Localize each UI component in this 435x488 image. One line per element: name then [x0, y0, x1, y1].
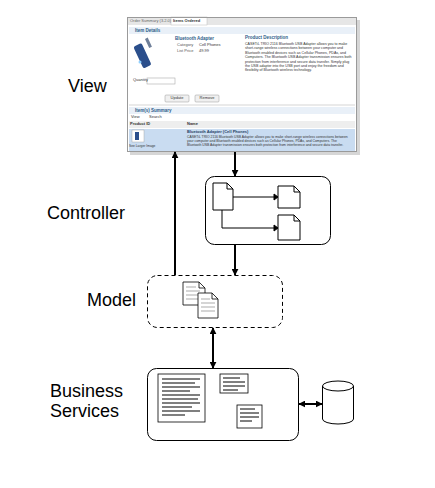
- business-services-box-shape: [148, 369, 299, 441]
- code-lines: [162, 379, 200, 415]
- model-box-shape: [148, 276, 283, 328]
- layer-label: View: [68, 76, 123, 96]
- active-tab: [171, 17, 207, 25]
- flow-arrow: [234, 152, 236, 176]
- node-outline: [322, 381, 354, 424]
- layer-label: Model: [87, 290, 147, 310]
- node-outline: [147, 275, 283, 328]
- flow-arrow: [299, 403, 322, 405]
- screenshot-text: Search: [149, 115, 169, 120]
- screenshot-text: Cell Phones: [199, 43, 234, 48]
- business-services-box: Business Services: [147, 368, 299, 441]
- flow-arrowhead: [274, 194, 278, 200]
- panel-header: [129, 27, 355, 34]
- screenshot-text: Bluetooth Adapter (Cell Phones): [187, 130, 307, 135]
- quantity-input: [147, 78, 175, 84]
- code-document: [158, 374, 205, 422]
- row-thumbnail: [132, 130, 144, 142]
- flow-arrow: [212, 328, 214, 368]
- document-lines: [223, 378, 245, 390]
- flow-line: [233, 197, 274, 198]
- update-button: [165, 95, 189, 102]
- screenshot-text: CASETiL TRIO 2116 Bluetooth USB Adapter …: [187, 135, 352, 147]
- controller-box: Controller: [205, 176, 331, 245]
- summary-header: [129, 107, 355, 114]
- adapter-plug: [145, 38, 152, 48]
- table-header: [129, 121, 355, 128]
- document-icon: [278, 215, 300, 240]
- flow-arrow: [174, 152, 176, 275]
- screenshot-text: Product ID: [130, 122, 170, 127]
- tab-bar: [127, 17, 357, 25]
- screenshot-text: Product Description: [245, 35, 345, 40]
- screenshot-text: Remove: [195, 96, 219, 101]
- screenshot-text: Items Ordered: [173, 19, 207, 24]
- flow-line: [222, 210, 274, 228]
- document-icon: [198, 293, 218, 318]
- selected-row: [129, 129, 355, 151]
- node-outline: [147, 368, 299, 441]
- database-cylinder-shape: [323, 381, 354, 424]
- node-outline: [205, 176, 331, 245]
- controller-box-shape: [206, 177, 331, 245]
- layer-label: Controller: [47, 203, 147, 223]
- screenshot-text: 49.99: [199, 49, 229, 54]
- screenshot-text: Item(s) Summary: [135, 108, 195, 113]
- screenshot-text: Category: [177, 43, 199, 48]
- database-cylinder: [322, 381, 354, 424]
- layer-label: Business Services: [50, 381, 140, 421]
- document-icon: [278, 186, 300, 208]
- page-flow-icons: [213, 183, 300, 240]
- separator: [129, 105, 355, 106]
- adapter-led: [139, 61, 142, 64]
- document-lines: [240, 409, 259, 421]
- row-thumbnail-device: [135, 132, 139, 140]
- view-screenshot-shape: [128, 18, 357, 152]
- model-box: Model: [147, 275, 283, 328]
- screenshot-text: View: [131, 115, 145, 120]
- screenshot-text: Name: [187, 122, 217, 127]
- remove-button: [195, 95, 219, 102]
- adapter-image: [133, 38, 152, 69]
- document-icon: [213, 183, 233, 210]
- document-lines: [201, 299, 215, 311]
- flow-arrowhead: [274, 225, 278, 231]
- service-icons: [158, 374, 262, 428]
- model-icons: [183, 282, 218, 318]
- screenshot-background: [127, 17, 357, 152]
- document-icon: [220, 374, 248, 393]
- screenshot-text: See Larger Image: [129, 145, 169, 149]
- flow-arrow: [234, 245, 236, 275]
- view-screenshot: View Order Summary (3.2.0)Items OrderedIt…: [127, 17, 357, 152]
- screenshot-text: Quantity: [133, 78, 153, 83]
- screenshot-text: Update: [165, 96, 189, 101]
- screenshot-text: Order Summary (3.2.0): [130, 19, 174, 24]
- screenshot-text: Bluetooth Adapter: [175, 36, 235, 41]
- screenshot-text: List Price: [177, 49, 199, 54]
- document-icon: [237, 405, 262, 428]
- screenshot-text: Item Details: [135, 28, 175, 33]
- screenshot-text: CASETiL TRIO 2116 Bluetooth USB Adapter …: [245, 42, 353, 73]
